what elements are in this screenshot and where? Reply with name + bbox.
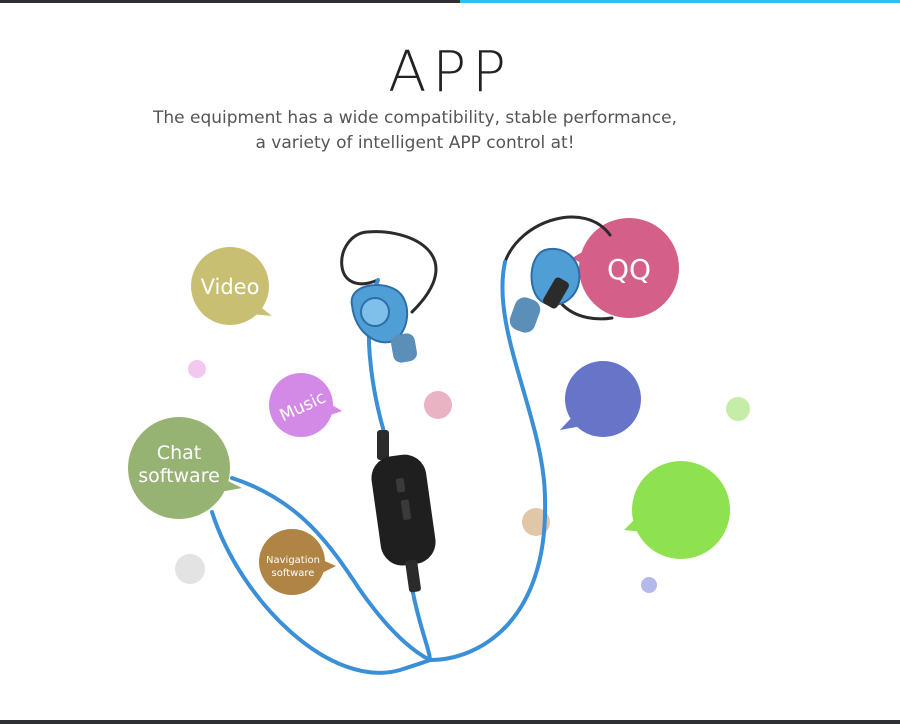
earphone-cable [210,215,614,675]
music-bubble [269,373,342,437]
inline-remote-control [371,430,436,593]
top-bar-dark-segment [0,0,460,3]
video-bubble [191,247,272,325]
subtitle-line-2: a variety of intelligent APP control at! [255,133,575,153]
top-accent-bar [0,0,900,3]
right-earbud [509,247,581,333]
chat-label-line1: Chat [157,442,201,464]
navigation-label-line2: software [272,568,315,579]
decor-dot-lavender [641,577,657,593]
decor-dot-gray [175,554,205,584]
subtitle-line-1: The equipment has a wide compatibility, … [153,108,677,128]
left-earbud [350,284,417,363]
page-subtitle: The equipment has a wide compatibility, … [0,106,830,156]
navigation-software-bubble [259,529,336,595]
chat-label-line2: software [138,465,220,487]
navigation-label-line1: Navigation [266,555,320,566]
page-title: APP [388,40,512,105]
green-bubble [624,461,730,559]
decor-dot-pink [424,391,452,419]
top-bar-blue-segment [460,0,900,3]
blue-bubble [560,361,641,437]
video-label: Video [201,275,260,299]
chat-software-bubble [128,417,242,519]
decor-dot-pink-small [188,360,206,378]
qq-label: QQ [607,253,651,286]
bottom-accent-bar [0,720,900,724]
decor-dot-green [726,397,750,421]
qq-bubble [572,218,679,318]
